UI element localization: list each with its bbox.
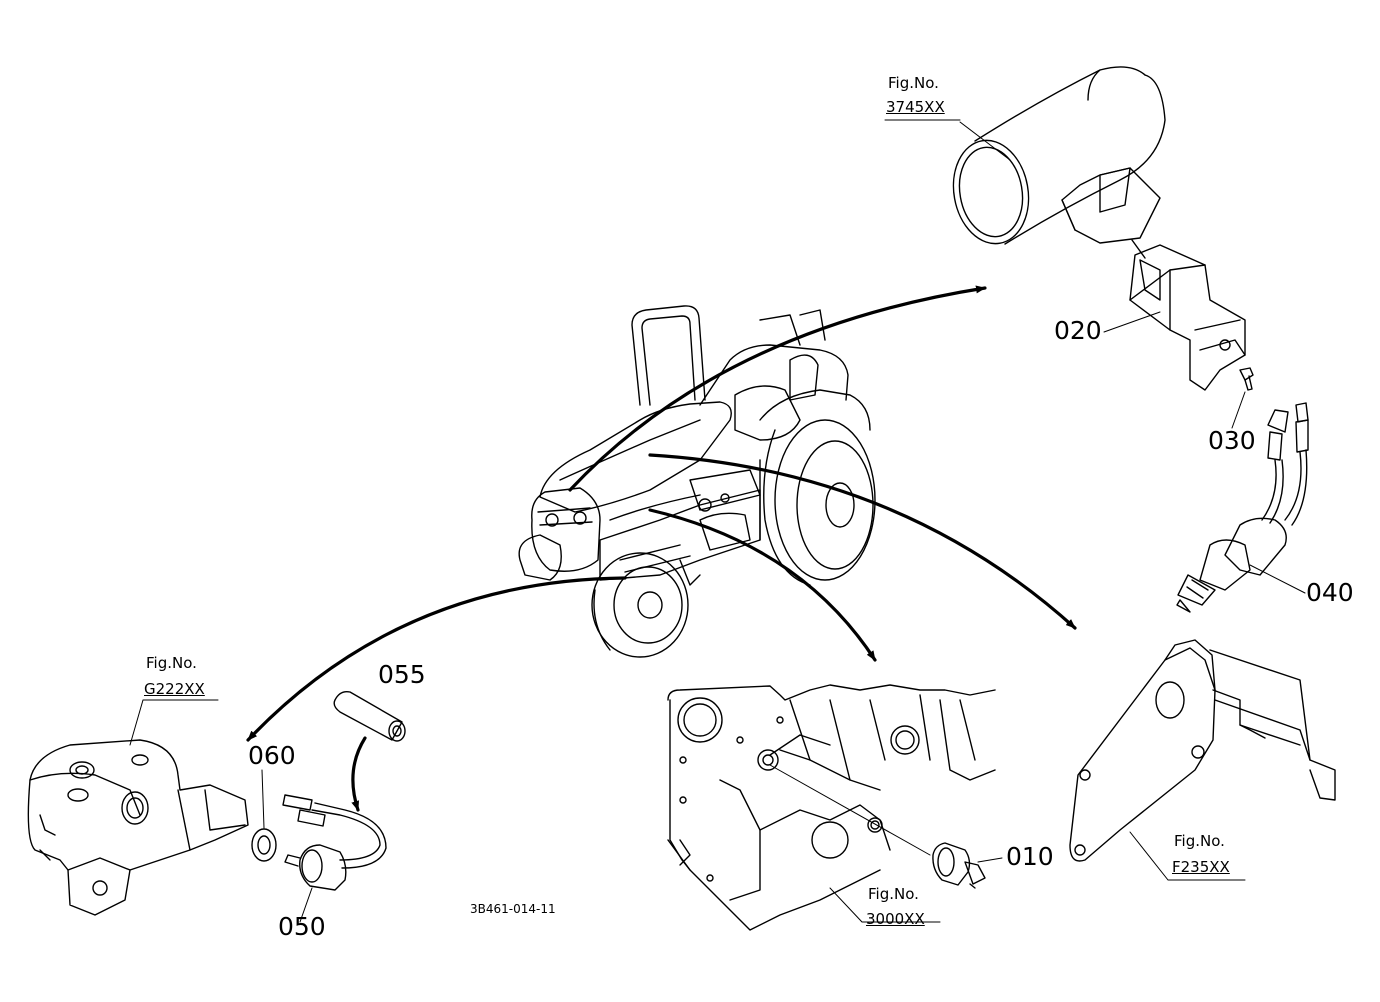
tractor-drawing <box>518 305 876 658</box>
fig-label-engine: Fig.No. <box>868 885 919 903</box>
part-label-050: 050 <box>278 912 326 941</box>
switch-050-drawing <box>282 794 387 891</box>
fig-ref-f235xx[interactable]: F235XX <box>1172 858 1230 876</box>
fig-ref-g222xx[interactable]: G222XX <box>144 680 205 698</box>
arrows <box>246 285 1077 812</box>
bracket-drawing <box>1069 639 1336 862</box>
drawing-code: 3B461-014-11 <box>470 902 556 916</box>
part-label-030: 030 <box>1208 426 1256 455</box>
washer-060-drawing <box>251 828 277 862</box>
fig-ref-3000xx[interactable]: 3000XX <box>866 910 925 928</box>
switch-010-drawing <box>932 842 986 889</box>
part-label-060: 060 <box>248 741 296 770</box>
sensor-040-drawing <box>1176 402 1309 613</box>
part-label-040: 040 <box>1306 578 1354 607</box>
sensor-020-drawing <box>1129 239 1254 391</box>
leader-lines <box>129 119 1306 923</box>
fig-label-air-cleaner: Fig.No. <box>888 74 939 92</box>
tube-055-drawing <box>333 690 406 742</box>
support-drawing <box>27 739 249 916</box>
part-label-010: 010 <box>1006 842 1054 871</box>
fig-label-support: Fig.No. <box>146 654 197 672</box>
fig-ref-3745xx[interactable]: 3745XX <box>886 98 945 116</box>
fig-label-bracket: Fig.No. <box>1174 832 1225 850</box>
air-cleaner-drawing <box>952 66 1166 245</box>
engine-block-drawing <box>667 684 996 931</box>
part-label-020: 020 <box>1054 316 1102 345</box>
part-label-055: 055 <box>378 660 426 689</box>
